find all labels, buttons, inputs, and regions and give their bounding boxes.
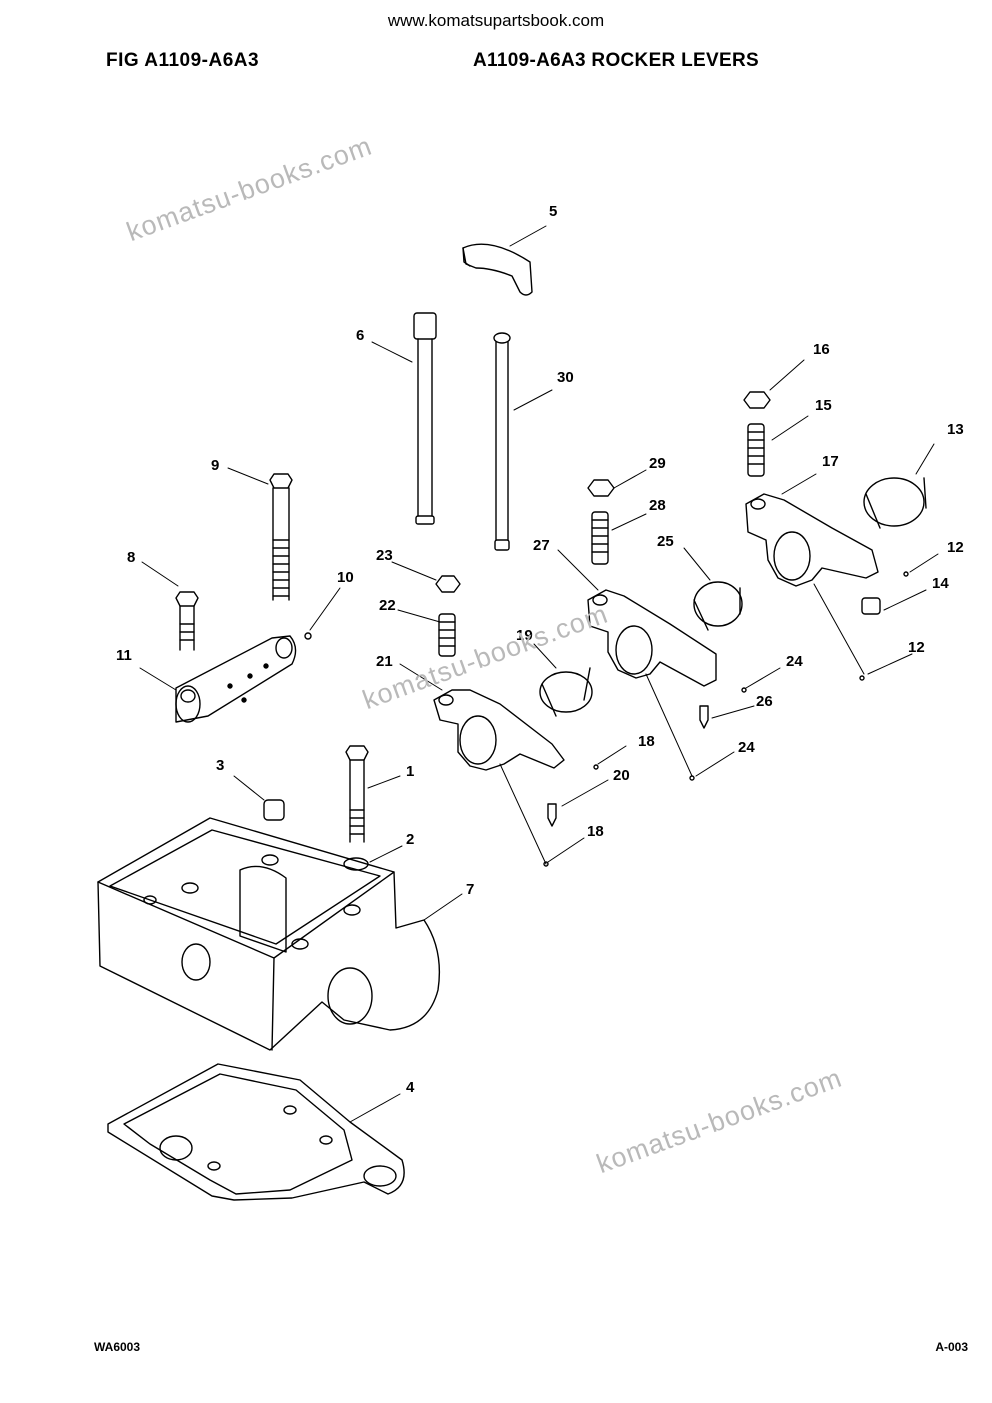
part-28-adjusting-screw — [591, 511, 609, 565]
part-1-bolt — [345, 745, 369, 843]
part-16-lock-nut — [743, 391, 771, 409]
callout-10: 10 — [337, 569, 354, 586]
callout-24-lower: 24 — [738, 739, 755, 756]
callout-1: 1 — [406, 763, 414, 780]
part-21-rocker-lever — [433, 689, 565, 771]
callout-8: 8 — [127, 549, 135, 566]
callout-3: 3 — [216, 757, 224, 774]
part-20-adjusting-screw — [547, 803, 557, 827]
callout-15: 15 — [815, 397, 832, 414]
callout-labels: 1 2 3 4 5 6 7 8 9 10 11 12 12 13 14 15 1… — [116, 203, 964, 1096]
part-23-lock-nut — [435, 575, 461, 593]
part-12-ball — [903, 571, 909, 577]
part-10-plug — [304, 632, 312, 640]
figure-number: FIG A1109-A6A3 — [106, 50, 260, 71]
part-19-bushing — [539, 667, 593, 717]
part-9-bolt — [269, 473, 293, 601]
part-5-bridge — [462, 243, 533, 296]
part-17-rocker-lever — [745, 493, 879, 587]
site-url[interactable]: www.komatsupartsbook.com — [387, 11, 605, 30]
figure-title: A1109-A6A3 ROCKER LEVERS — [473, 50, 759, 71]
part-7-rocker-housing — [97, 817, 441, 1051]
callout-13: 13 — [947, 421, 964, 438]
part-4-gasket — [107, 1063, 405, 1201]
part-6-push-rod — [413, 312, 437, 525]
part-25-bushing — [693, 581, 743, 631]
callout-21: 21 — [376, 653, 393, 670]
callout-14: 14 — [932, 575, 949, 592]
callout-28: 28 — [649, 497, 666, 514]
part-26-adjusting-screw — [699, 705, 709, 729]
part-22-adjusting-screw — [438, 613, 456, 657]
callout-18: 18 — [638, 733, 655, 750]
callout-2: 2 — [406, 831, 414, 848]
callout-17: 17 — [822, 453, 839, 470]
callout-12-lower: 12 — [908, 639, 925, 656]
part-24-ball-lower — [689, 775, 695, 781]
part-18-ball — [593, 764, 599, 770]
callout-25: 25 — [657, 533, 674, 550]
callout-4: 4 — [406, 1079, 415, 1096]
callout-19: 19 — [516, 627, 533, 644]
part-30-push-rod — [493, 332, 511, 551]
part-12-ball-lower — [859, 675, 865, 681]
leader-lines — [139, 225, 939, 1123]
callout-5: 5 — [549, 203, 557, 220]
part-29-lock-nut — [587, 479, 615, 497]
callout-9: 9 — [211, 457, 219, 474]
page-number: A-003 — [935, 1340, 968, 1354]
callout-7: 7 — [466, 881, 474, 898]
callout-26: 26 — [756, 693, 773, 710]
part-27-rocker-lever — [587, 589, 717, 687]
callout-20: 20 — [613, 767, 630, 784]
part-11-shaft-support — [175, 635, 297, 723]
callout-30: 30 — [557, 369, 574, 386]
part-8-bolt — [175, 591, 199, 651]
callout-22: 22 — [379, 597, 396, 614]
part-18-ball-lower — [543, 861, 549, 867]
part-24-ball — [741, 687, 747, 693]
callout-18-lower: 18 — [587, 823, 604, 840]
part-3-plug — [263, 799, 285, 821]
callout-23: 23 — [376, 547, 393, 564]
callout-16: 16 — [813, 341, 830, 358]
callout-11: 11 — [116, 647, 132, 664]
callout-6: 6 — [356, 327, 364, 344]
drawing-number: WA6003 — [94, 1340, 141, 1354]
part-14-adjusting-screw — [861, 597, 881, 615]
part-15-adjusting-screw — [747, 423, 765, 477]
callout-29: 29 — [649, 455, 666, 472]
part-13-bushing — [863, 477, 927, 529]
callout-12: 12 — [947, 539, 964, 556]
callout-24: 24 — [786, 653, 803, 670]
callout-27: 27 — [533, 537, 550, 554]
